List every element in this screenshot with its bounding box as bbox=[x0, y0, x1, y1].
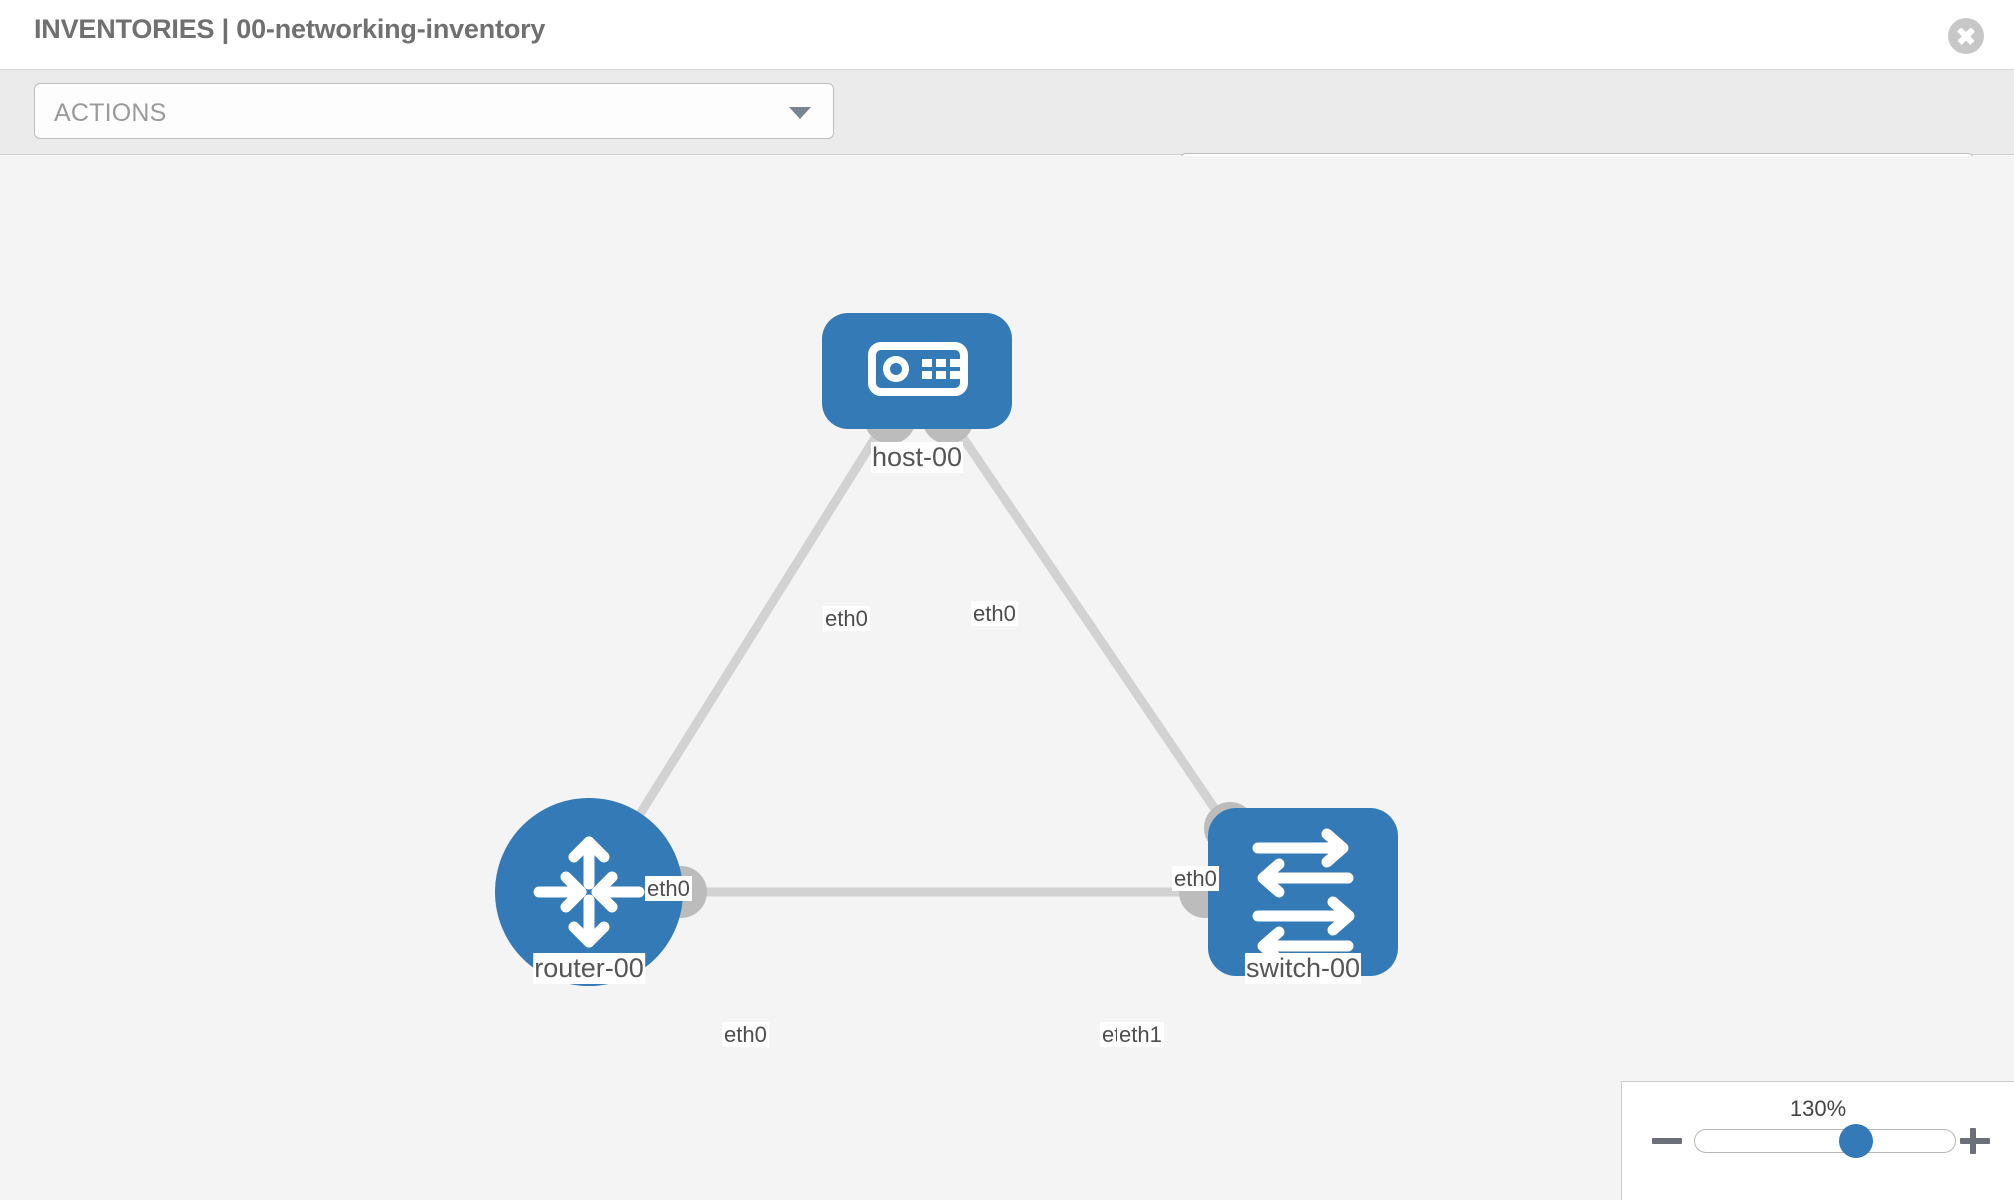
actions-dropdown-label: ACTIONS bbox=[54, 99, 167, 127]
interface-label-host00-eth0-right: eth0 bbox=[971, 601, 1018, 627]
node-router-00-body[interactable] bbox=[495, 798, 683, 986]
node-host-00-body[interactable] bbox=[822, 313, 1012, 429]
server-icon bbox=[868, 342, 968, 396]
page-header: INVENTORIES | 00-networking-inventory bbox=[0, 0, 2014, 70]
node-label-host-00: host-00 bbox=[870, 442, 964, 474]
minus-icon bbox=[1652, 1138, 1682, 1144]
link-host00-switch00[interactable] bbox=[943, 411, 1244, 849]
page-title: INVENTORIES | 00-networking-inventory bbox=[34, 14, 546, 44]
node-router-00[interactable] bbox=[495, 798, 683, 986]
router-arrows-icon bbox=[533, 836, 645, 948]
interface-label-router00-eth0: eth0 bbox=[722, 1022, 769, 1048]
zoom-level-value: 130% bbox=[1789, 1096, 1847, 1121]
node-switch-00[interactable] bbox=[1208, 808, 1398, 976]
interface-label-router00-eth0-uplink: eth0 bbox=[645, 876, 692, 902]
plus-icon-vertical bbox=[1970, 1128, 1976, 1154]
node-host-00[interactable] bbox=[822, 313, 1012, 429]
zoom-slider-thumb[interactable] bbox=[1839, 1124, 1874, 1158]
node-label-router-00: router-00 bbox=[533, 953, 645, 985]
zoom-out-button[interactable] bbox=[1650, 1124, 1684, 1158]
actions-dropdown[interactable]: ACTIONS bbox=[34, 83, 834, 139]
zoom-control-panel: 130% bbox=[1621, 1081, 2014, 1200]
interface-label-host00-eth0-left: eth0 bbox=[823, 606, 870, 632]
toolbar: ACTIONS SEARCH bbox=[0, 70, 2014, 209]
close-icon[interactable] bbox=[1948, 18, 1984, 54]
interface-label-switch00-eth1: eth1 bbox=[1117, 1022, 1164, 1048]
link-edges bbox=[616, 411, 1244, 897]
link-host00-router00[interactable] bbox=[616, 411, 894, 849]
zoom-slider-track[interactable] bbox=[1694, 1124, 1956, 1158]
topology-canvas[interactable]: host-00 router-00 switch-00 eth0 eth0 et… bbox=[0, 156, 2014, 1200]
zoom-in-button[interactable] bbox=[1958, 1124, 1992, 1158]
node-label-switch-00: switch-00 bbox=[1244, 953, 1362, 985]
switch-arrows-icon bbox=[1252, 828, 1355, 966]
interface-label-switch00-eth0: eth0 bbox=[1172, 866, 1219, 892]
topology-graph bbox=[495, 313, 1398, 986]
chevron-down-icon bbox=[789, 107, 811, 119]
